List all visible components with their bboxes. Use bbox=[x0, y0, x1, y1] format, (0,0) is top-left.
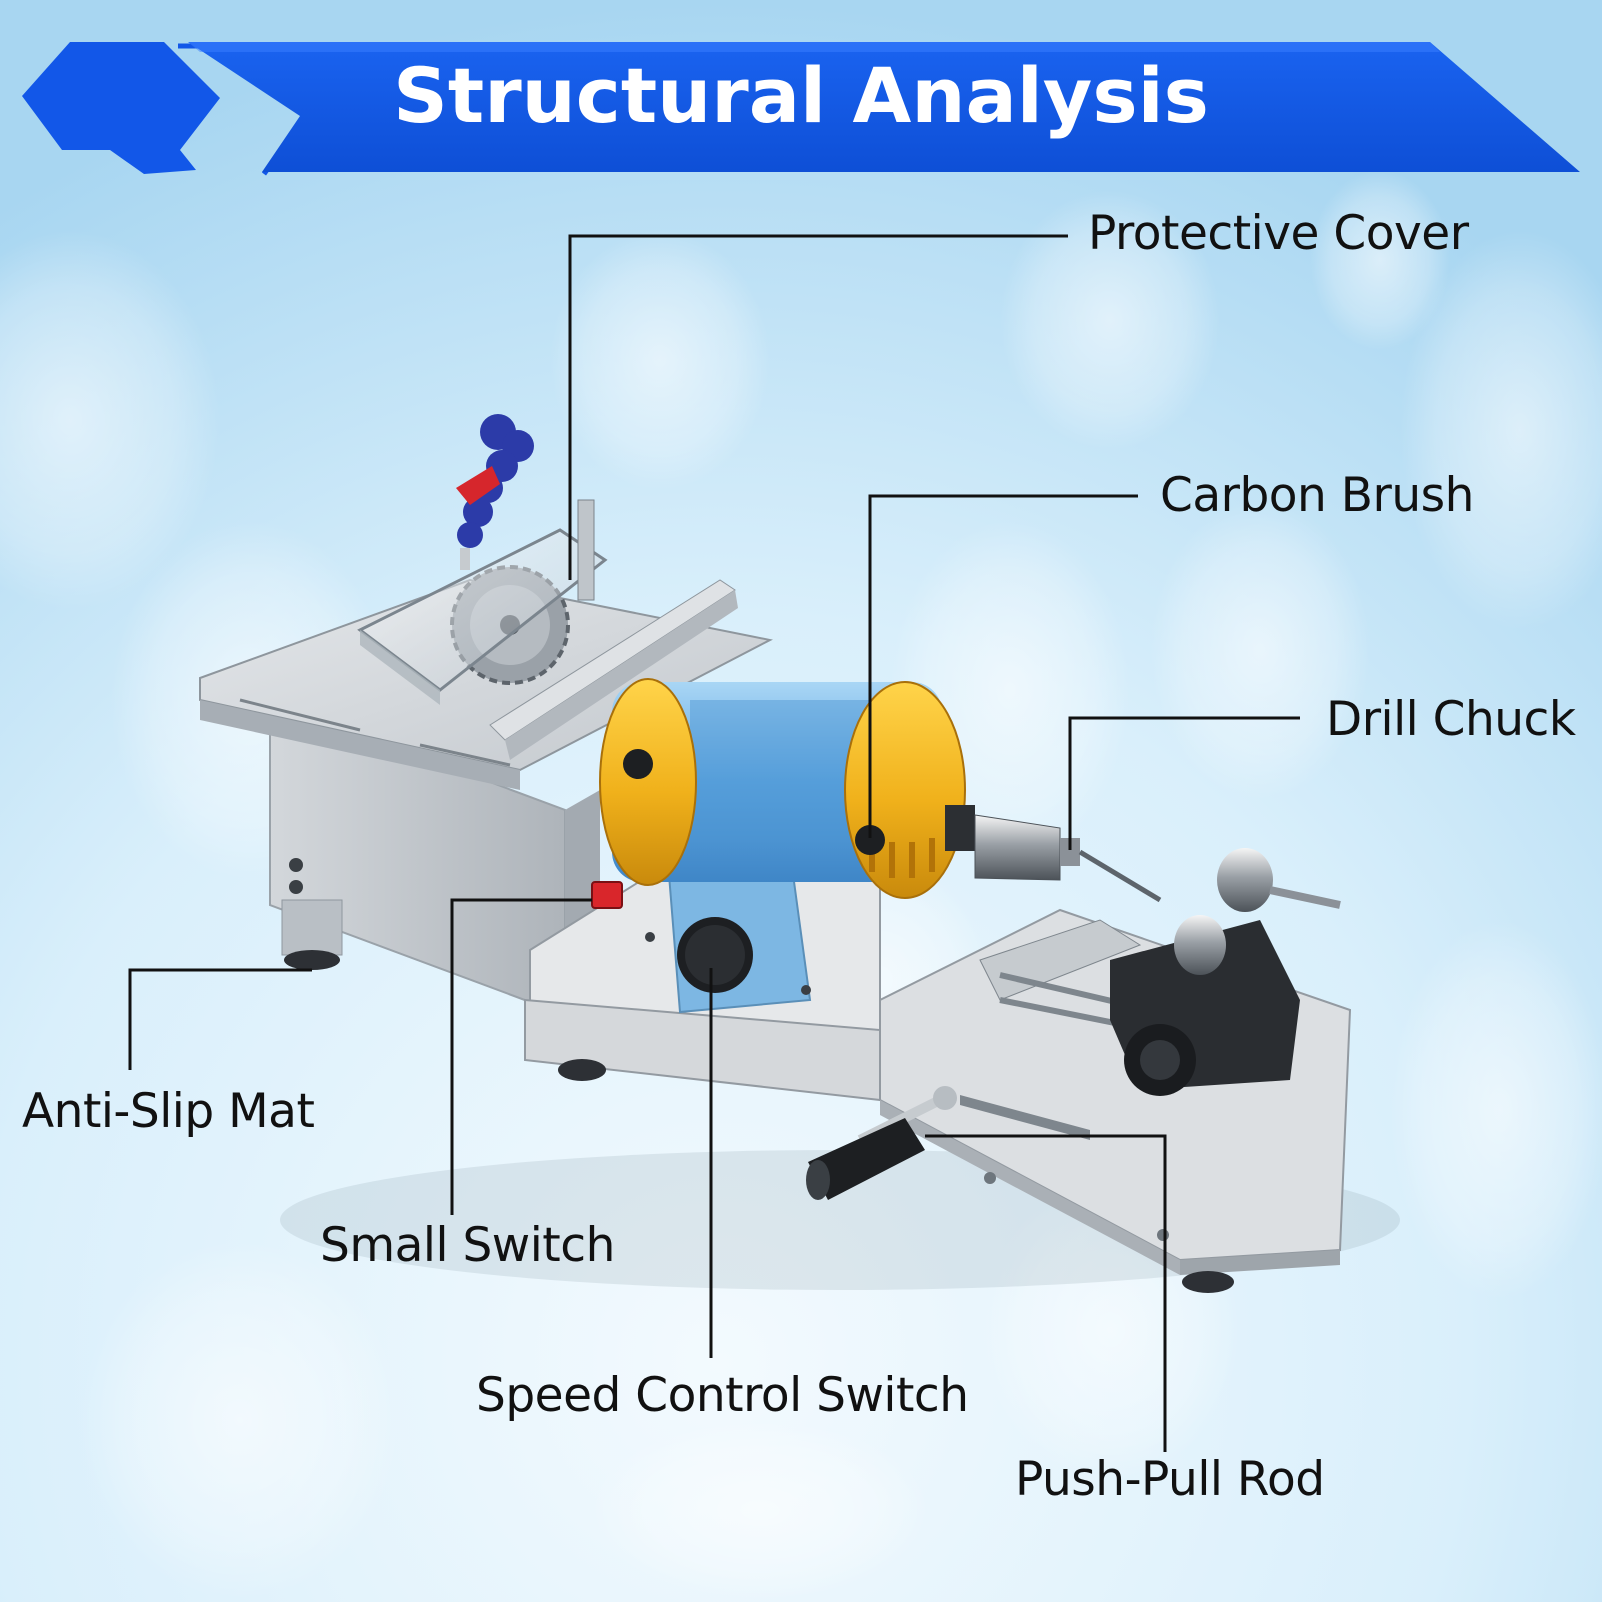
leader-protective-cover bbox=[568, 234, 1068, 580]
title-banner bbox=[22, 42, 1580, 176]
page-title: Structural Analysis bbox=[393, 51, 1209, 140]
saw-table-unit bbox=[199, 414, 773, 1017]
label-protective-cover: Protective Cover bbox=[1088, 206, 1469, 261]
coolant-hose bbox=[456, 414, 534, 570]
leader-anti-slip-mat bbox=[128, 968, 312, 1070]
leader-small-switch bbox=[450, 898, 592, 1215]
leader-carbon-brush bbox=[868, 494, 1138, 838]
label-speed-control-switch: Speed Control Switch bbox=[476, 1368, 969, 1423]
leader-push-pull-rod bbox=[925, 1134, 1167, 1452]
drill-chuck bbox=[945, 805, 1162, 903]
motor bbox=[599, 678, 966, 899]
label-push-pull-rod: Push-Pull Rod bbox=[1015, 1452, 1325, 1507]
label-carbon-brush: Carbon Brush bbox=[1160, 468, 1474, 523]
label-small-switch: Small Switch bbox=[320, 1218, 615, 1273]
motor-base bbox=[524, 849, 881, 1102]
machine-illustration bbox=[199, 414, 1400, 1293]
leader-lines bbox=[128, 234, 1300, 1452]
leader-drill-chuck bbox=[1068, 716, 1300, 850]
label-anti-slip-mat: Anti-Slip Mat bbox=[22, 1084, 315, 1139]
label-drill-chuck: Drill Chuck bbox=[1326, 692, 1576, 747]
bokeh-circles bbox=[0, 170, 1602, 1600]
vise-unit bbox=[806, 848, 1352, 1293]
